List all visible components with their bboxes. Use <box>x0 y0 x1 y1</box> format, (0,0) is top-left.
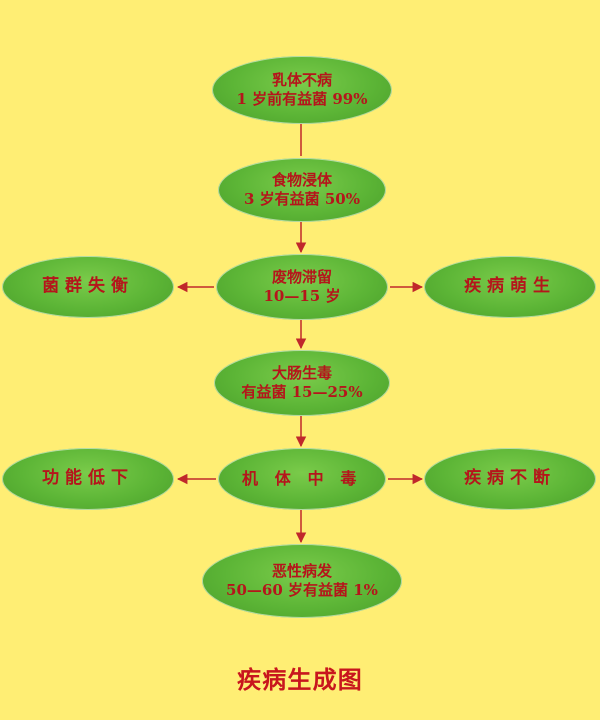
node-colon-toxin: 大肠生毒 有益菌 15—25% <box>214 350 390 416</box>
node-breast-milk-healthy: 乳体不病 1 岁前有益菌 99% <box>212 56 392 124</box>
node-label: 功能低下 <box>42 468 134 489</box>
node-continuous-disease: 疾病不断 <box>424 448 596 510</box>
node-label: 机 体 中 毒 <box>242 469 362 488</box>
node-sublabel: 3 岁有益菌 50% <box>243 190 360 208</box>
node-label: 疾病不断 <box>464 468 556 489</box>
node-body-poisoning: 机 体 中 毒 <box>218 448 386 510</box>
node-label: 恶性病发 <box>271 562 332 581</box>
node-food-intake: 食物浸体 3 岁有益菌 50% <box>218 158 386 222</box>
node-sublabel: 有益菌 15—25% <box>241 383 363 401</box>
node-label: 食物浸体 <box>271 171 332 190</box>
node-flora-imbalance: 菌群失衡 <box>2 256 174 318</box>
node-label: 乳体不病 <box>271 71 332 90</box>
node-sublabel: 1 岁前有益菌 99% <box>236 90 368 108</box>
node-disease-onset: 疾病萌生 <box>424 256 596 318</box>
diagram-title: 疾病生成图 <box>237 665 363 694</box>
node-label: 大肠生毒 <box>271 364 332 383</box>
node-malignant-disease: 恶性病发 50—60 岁有益菌 1% <box>202 544 402 618</box>
node-sublabel: 50—60 岁有益菌 1% <box>226 581 378 599</box>
node-function-decline: 功能低下 <box>2 448 174 510</box>
node-label: 废物滞留 <box>271 268 332 287</box>
node-waste-retention: 废物滞留 10—15 岁 <box>216 254 388 320</box>
node-label: 菌群失衡 <box>42 276 134 297</box>
node-sublabel: 10—15 岁 <box>263 287 341 305</box>
node-label: 疾病萌生 <box>464 276 556 297</box>
